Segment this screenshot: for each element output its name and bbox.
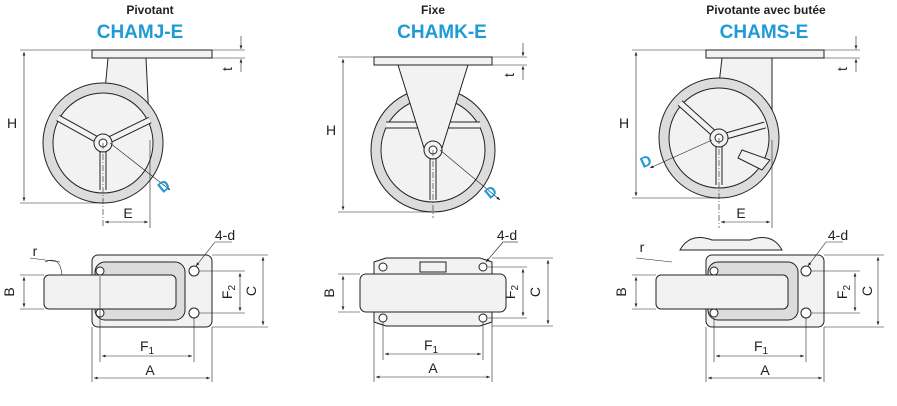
side-view-chams [658,49,825,199]
dim-f2-chams: F2 [834,285,853,300]
hole [378,313,388,323]
dim-e-chams: E [736,205,745,221]
dim-b-chamk: B [321,288,337,297]
dim-c-chams: C [859,286,875,296]
dim-e-chamj: E [123,205,132,221]
dim-h-chamj: H [7,115,17,131]
axle-nut [419,261,447,273]
dim-b-chamj: B [1,287,17,296]
hole [800,307,812,319]
wheel-plan [43,274,177,310]
hole [709,308,719,318]
dim-f1-chamk: F1 [424,337,439,356]
caption-fixe: Fixe [421,3,445,17]
wheel-plan [655,274,789,310]
wheel-plan [359,273,507,313]
plan-view-chamk [359,257,507,327]
hole [478,262,488,272]
dim-b-chams: B [613,287,629,296]
plan-view-chamj [43,254,213,328]
hole [188,307,200,319]
dim-h-chamk: H [326,122,336,138]
dim-h-chams: H [619,115,629,131]
hole [188,265,200,277]
dim-r-chamj: r [33,243,38,259]
code-chamj-e: CHAMJ-E [97,22,184,43]
dim-c-chamj: C [243,286,259,296]
side-view-chamj [42,49,213,204]
dim-r-chams: r [640,239,645,255]
dims-plan-chamj [20,241,268,382]
code-chams-e: CHAMS-E [720,22,809,43]
dim-d-holes-chams: 4-d [828,227,848,243]
dim-f1-chamj: F1 [140,338,155,357]
panel-chams-e: Pivotante avec butée CHAMS-E H [613,3,884,382]
brake-pedal [737,149,771,171]
hole [378,262,388,272]
dim-t-chamk: t [501,73,517,77]
dims-plan-chamk [338,241,553,382]
dim-f1-chams: F1 [754,338,769,357]
dims-plan-chams [632,241,884,382]
dim-a-chamj: A [145,362,155,378]
dim-f2-chamj: F2 [219,285,238,300]
dim-f2-chamk: F2 [502,285,521,300]
hole [478,313,488,323]
dims-side-chamj [20,36,245,228]
dims-side-chams [632,36,860,228]
dim-d-holes-chamj: 4-d [215,227,235,243]
hole [95,266,105,276]
dim-t-chams: t [834,67,850,71]
dim-d-chamj: D [154,176,173,196]
code-chamk-e: CHAMK-E [397,22,487,43]
panel-chamk-e: Fixe CHAMK-E H t D [321,3,553,382]
caption-pivotante-butee: Pivotante avec butée [706,3,826,17]
dim-d-holes-chamk: 4-d [497,227,517,243]
dim-c-chamk: C [527,287,543,297]
hole [800,265,812,277]
top-plate [373,56,493,66]
dim-a-chamk: A [428,360,438,376]
dim-d-chams: D [638,152,655,172]
dim-t-chamj: t [219,67,235,71]
dim-a-chams: A [760,362,770,378]
top-plate [91,49,213,59]
dims-side-chamk [338,43,527,218]
hole [709,266,719,276]
panel-chamj-e: Pivotant CHAMJ-E H t D [1,3,268,382]
brake-lever [679,237,783,251]
plan-view-chams [655,237,825,328]
caption-pivotant: Pivotant [126,3,173,17]
top-plate [705,49,825,59]
